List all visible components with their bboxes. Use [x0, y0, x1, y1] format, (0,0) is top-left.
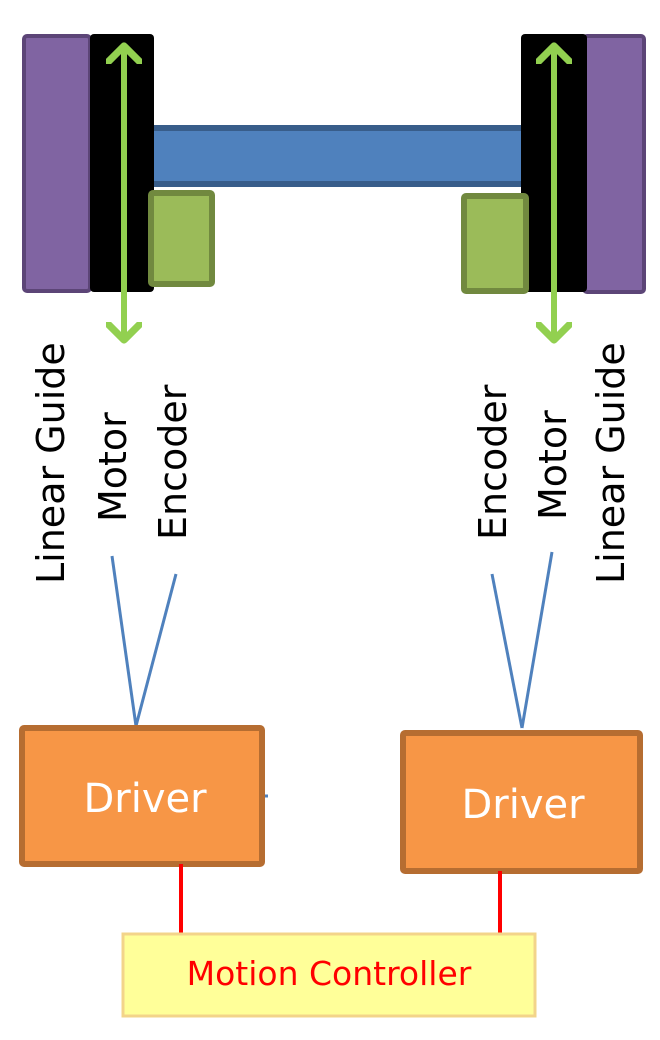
left-linear-guide [22, 34, 92, 293]
right-driver-box [400, 730, 643, 874]
left-encoder-wire [134, 573, 178, 727]
right-linear-guide-label: Linear Guide [589, 342, 633, 584]
left-motor-wire [110, 555, 138, 727]
left-driver-box [19, 725, 265, 867]
gantry-beam [147, 125, 533, 187]
left-driver-label: Driver [83, 776, 207, 822]
left-motor-label: Motor [91, 412, 135, 522]
right-encoder-wire [490, 573, 524, 729]
right-encoder-label: Encoder [471, 384, 515, 540]
left-encoder-label: Encoder [151, 384, 195, 540]
right-linear-guide [582, 34, 646, 294]
right-motor-wire [520, 551, 554, 729]
left-encoder [148, 190, 215, 287]
motion-controller-label: Motion Controller [187, 954, 472, 993]
right-motor-label: Motor [531, 410, 575, 520]
motion-controller-box [121, 932, 537, 1018]
right-encoder [461, 193, 529, 294]
right-driver-label: Driver [461, 782, 585, 828]
left-linear-guide-label: Linear Guide [29, 342, 73, 584]
